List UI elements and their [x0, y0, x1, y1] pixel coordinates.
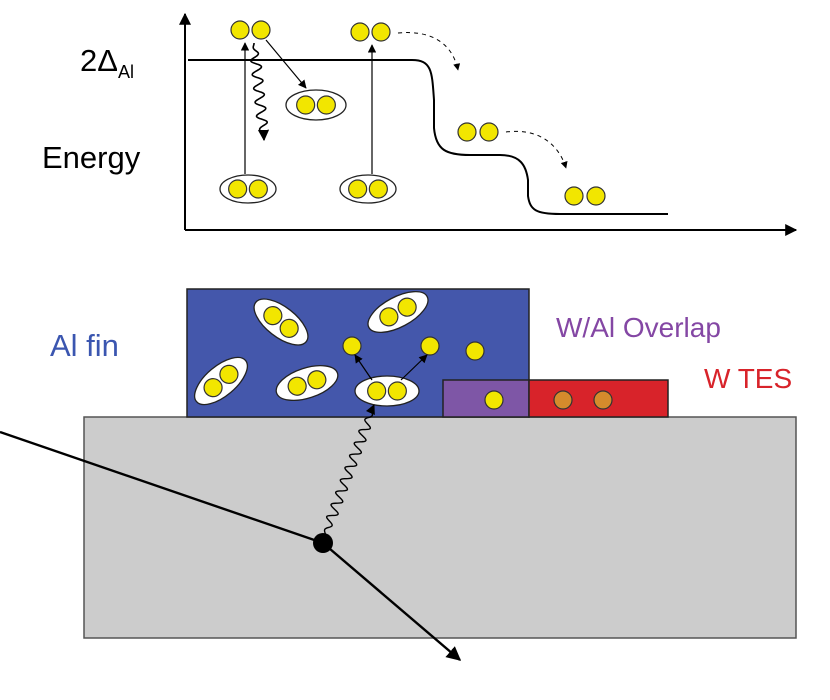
quasiparticle-dot [350, 22, 370, 42]
gap-label: 2ΔAl [80, 43, 134, 82]
device-cross-section: Al fin W/Al Overlap W TES [0, 288, 797, 661]
quasiparticle-dot [367, 381, 387, 401]
quasiparticle-dot [307, 370, 327, 390]
quasiparticle-dot [263, 306, 283, 326]
quasiparticle-dot [479, 122, 499, 142]
quasiparticle-dot [228, 179, 248, 199]
quasiparticle-dot [553, 390, 573, 410]
substrate [83, 416, 797, 639]
quasiparticle-icon [371, 22, 391, 42]
quasiparticle-dot [379, 307, 399, 327]
quasiparticle-dot [371, 22, 391, 42]
quasiparticle-icon [586, 186, 606, 206]
quasiparticle-dot [420, 336, 440, 356]
quasiparticle-dot [342, 336, 362, 356]
recombination-arrow [265, 39, 307, 89]
quasiparticle-dot [251, 20, 271, 40]
quasiparticle-icon [479, 122, 499, 142]
cooper-pair-ellipse [285, 89, 347, 121]
quasiparticle-dot [387, 381, 407, 401]
quasiparticle-icon [251, 20, 271, 40]
quasiparticle-icon [484, 390, 504, 410]
quasiparticle-icon [593, 390, 613, 410]
cooper-pair-icon [339, 174, 397, 204]
al-fin-label: Al fin [50, 328, 119, 363]
tes-label: W TES [704, 363, 792, 394]
phonon-wave-icon [249, 42, 270, 142]
gap-energy-step-line [188, 59, 668, 215]
phonon-wave-icon [322, 404, 375, 541]
quasiparticle-dot [287, 376, 307, 396]
quasiparticle-dot [586, 186, 606, 206]
quasiparticle-icon [564, 186, 584, 206]
quasiparticle-icon [230, 20, 250, 40]
pair-break-arrow [354, 354, 373, 381]
cooper-pair-icon [194, 356, 248, 406]
energy-diagram: 2ΔAl Energy [42, 12, 798, 236]
quasiparticle-dot [248, 179, 268, 199]
quasiparticle-icon [553, 390, 573, 410]
quasiparticle-dot [230, 20, 250, 40]
quasiparticle-icon [342, 336, 362, 356]
quasiparticle-dot [484, 390, 504, 410]
quasiparticle-dot [279, 318, 299, 338]
quasiparticle-dot [368, 179, 388, 199]
interaction-vertex-icon [313, 533, 333, 553]
quasiparticle-dot [296, 95, 316, 115]
diffusion-arrow [505, 130, 568, 169]
cooper-pair-icon [253, 298, 309, 346]
cooper-pair-icon [285, 89, 347, 121]
quasiparticle-dot [203, 378, 223, 398]
pair-break-arrow [400, 354, 428, 381]
cooper-pair-icon [354, 375, 420, 407]
quasiparticle-icon [465, 341, 485, 361]
quasiparticle-dot [593, 390, 613, 410]
diffusion-arrow [397, 32, 461, 71]
cooper-pair-icon [275, 364, 339, 402]
particle-track-icon [322, 542, 462, 661]
particle-track-icon [0, 430, 324, 545]
cooper-pair-icon [219, 174, 277, 204]
quasiparticle-icon [350, 22, 370, 42]
quasiparticle-dot [465, 341, 485, 361]
quasiparticle-icon [457, 122, 477, 142]
quasiparticle-dot [219, 364, 239, 384]
quasiparticle-dot [348, 179, 368, 199]
quasiparticle-icon [420, 336, 440, 356]
overlap-label: W/Al Overlap [556, 312, 721, 343]
energy-axis-label: Energy [42, 140, 141, 175]
cooper-pair-ellipse [354, 375, 420, 407]
quasiparticle-dot [397, 297, 417, 317]
quasiparticle-dot [457, 122, 477, 142]
cooper-pair-icon [367, 290, 429, 334]
quasiparticle-dot [564, 186, 584, 206]
quasiparticle-dot [316, 95, 336, 115]
